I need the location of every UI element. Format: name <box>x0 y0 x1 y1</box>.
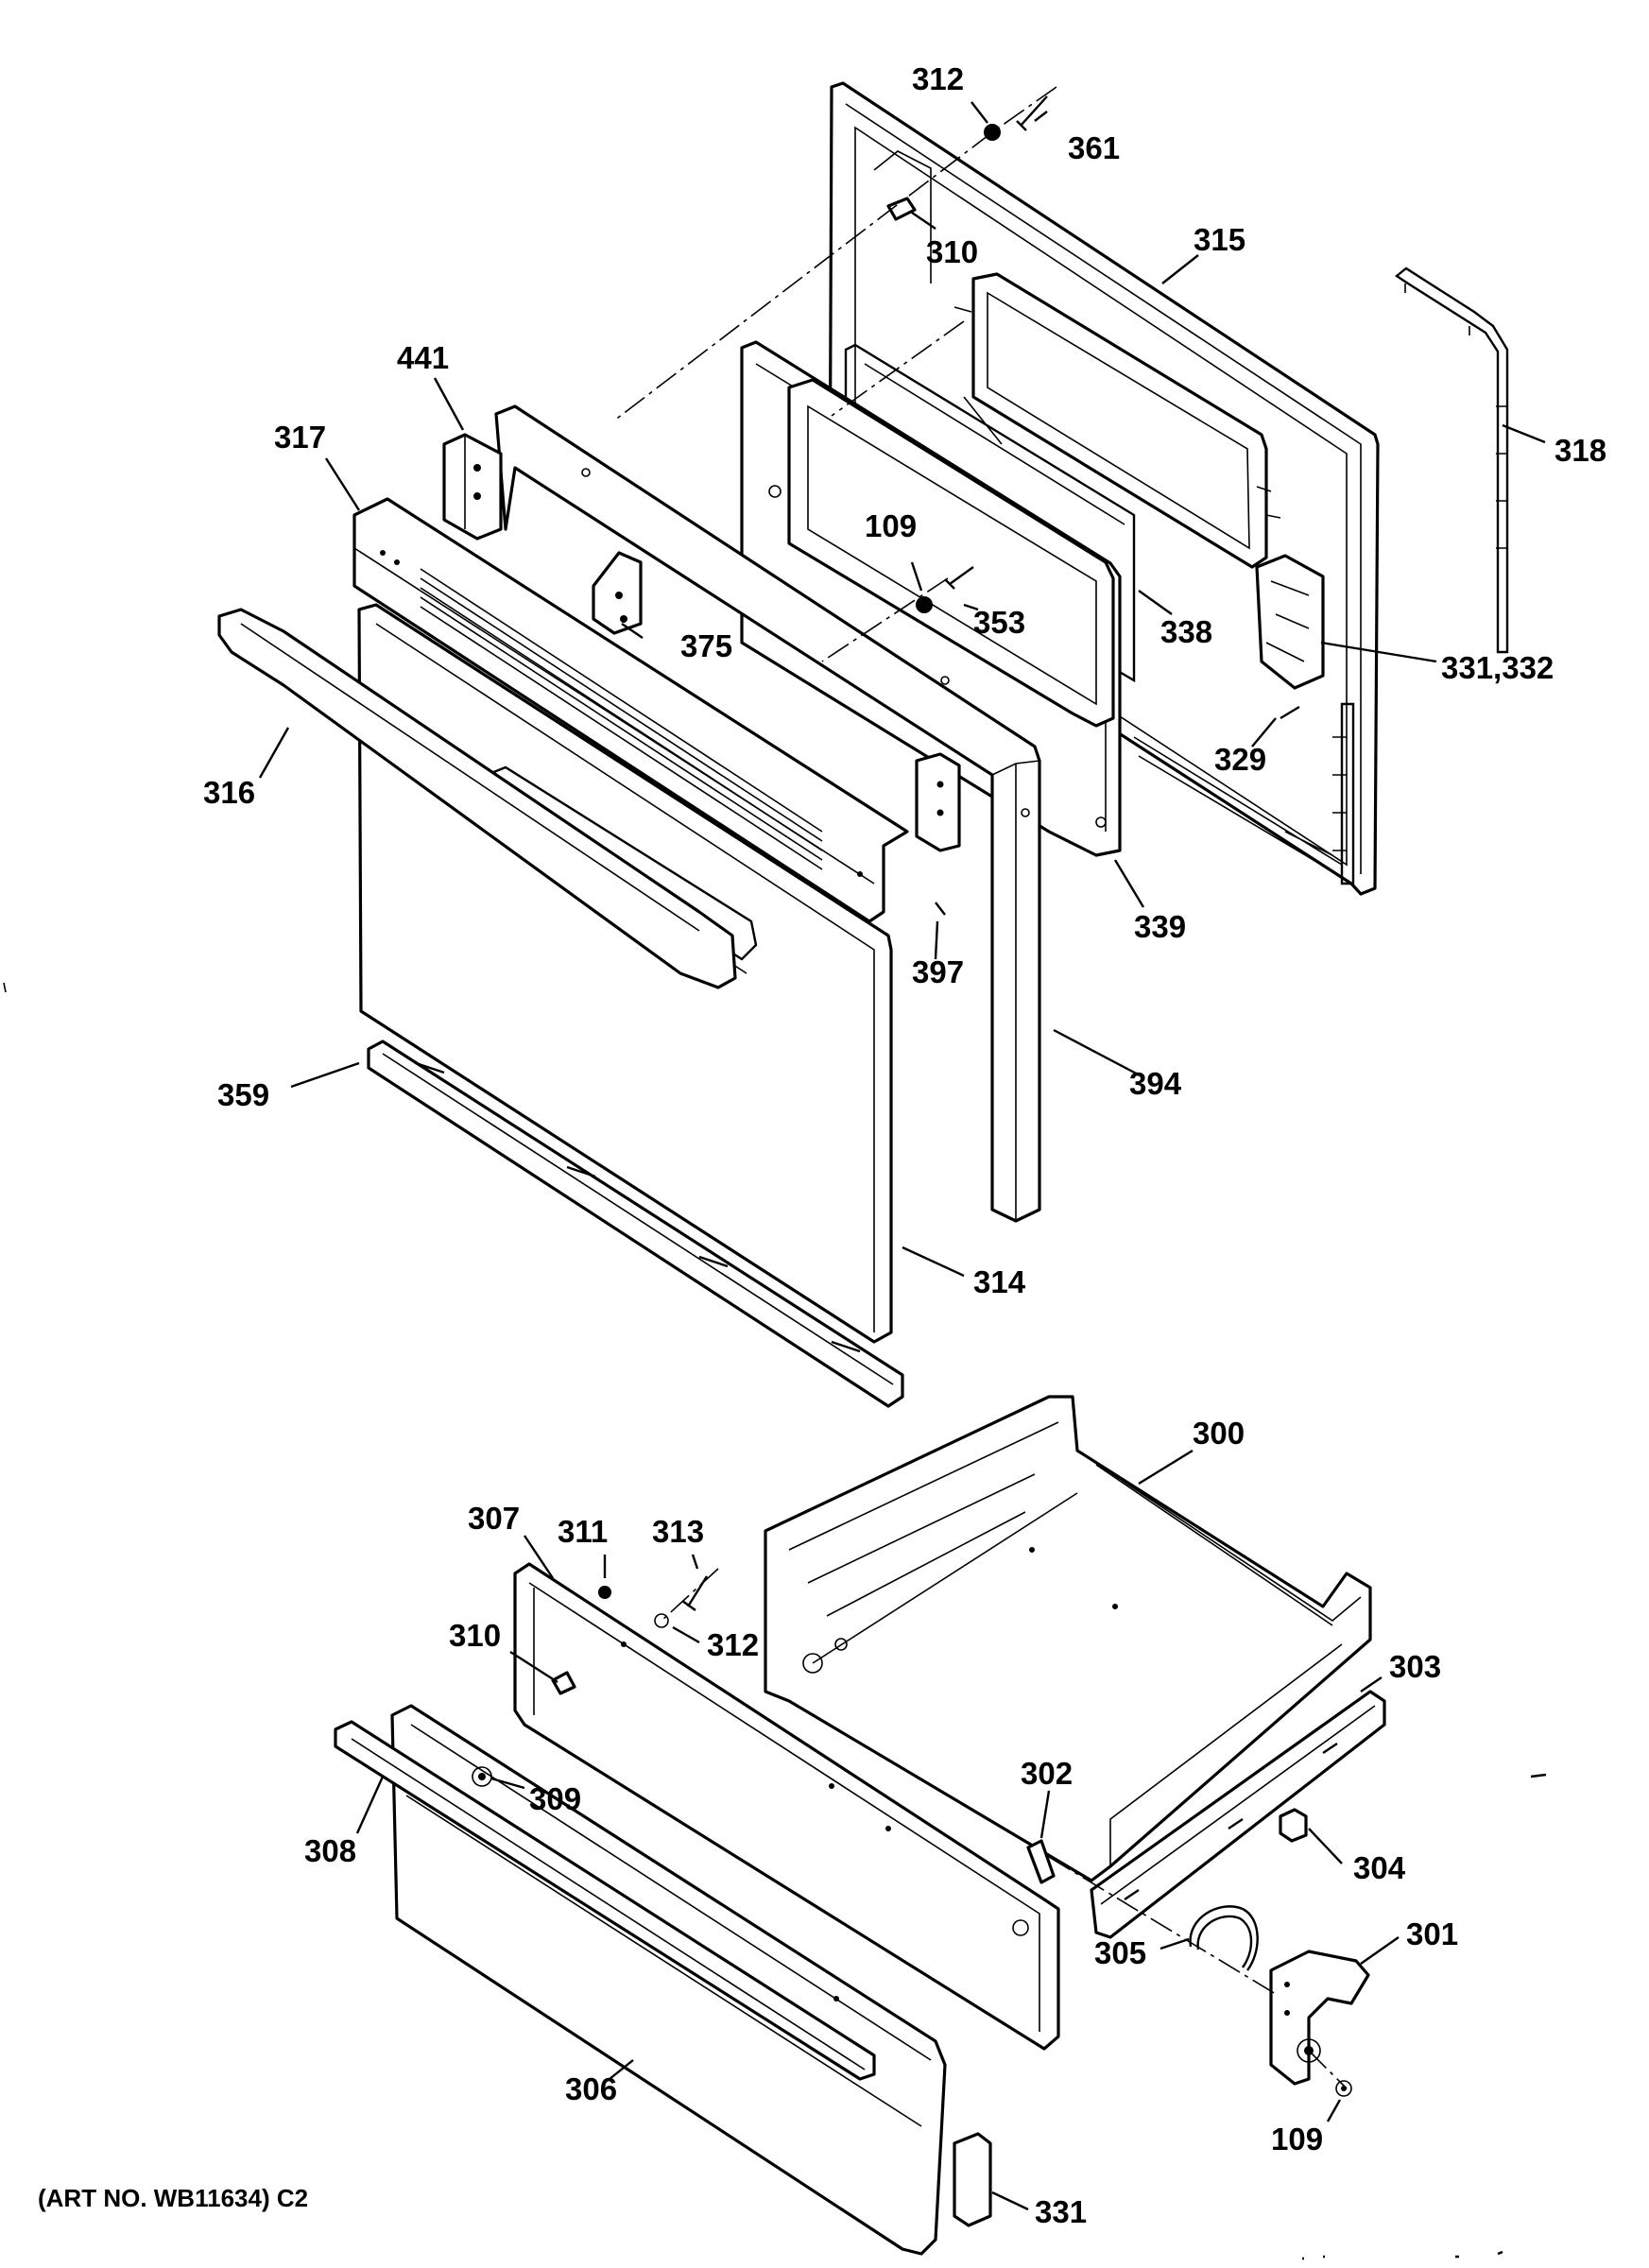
part-318-door-gasket <box>1394 266 1509 654</box>
callout-317: 317 <box>274 420 326 455</box>
part-331-lower-bracket <box>953 2132 992 2227</box>
part-304-rail-stop <box>1279 1808 1308 1843</box>
part-375-bracket <box>592 551 643 635</box>
callout-329: 329 <box>1214 742 1266 777</box>
leader-lines <box>258 101 1546 2211</box>
callout-331-332: 331,332 <box>1441 650 1554 685</box>
callout-312-b: 312 <box>707 1627 759 1662</box>
callout-331: 331 <box>1035 2194 1087 2229</box>
part-394-door-frame <box>494 404 1041 1223</box>
callout-303: 303 <box>1389 1649 1441 1684</box>
callout-353: 353 <box>973 605 1025 640</box>
callout-300: 300 <box>1193 1416 1245 1451</box>
right-hinge-bracket <box>915 752 961 852</box>
callout-313: 313 <box>652 1514 704 1549</box>
part-339-window-frame <box>740 340 1122 857</box>
stray-marks <box>3 982 1547 2260</box>
callout-302: 302 <box>1021 1756 1073 1791</box>
callout-304: 304 <box>1353 1850 1406 1885</box>
part-315-door-liner <box>828 81 1380 896</box>
part-359-door-trim <box>367 1040 904 1408</box>
callout-338: 338 <box>1160 614 1212 649</box>
callout-310: 310 <box>926 234 978 269</box>
part-305-ring <box>1189 1905 1259 1971</box>
callout-441: 441 <box>397 340 449 375</box>
callout-375: 375 <box>680 628 732 663</box>
callout-309: 309 <box>529 1781 581 1816</box>
art-number: (ART NO. WB11634) C2 <box>38 2184 308 2212</box>
callout-397: 397 <box>912 954 964 989</box>
callout-308: 308 <box>304 1833 356 1868</box>
part-441-hinge-bracket <box>442 433 503 541</box>
part-316-door-handle <box>217 608 737 989</box>
callout-318: 318 <box>1555 433 1606 468</box>
callout-109-b: 109 <box>1271 2122 1323 2156</box>
callout-307: 307 <box>468 1501 520 1536</box>
callout-315: 315 <box>1194 222 1245 257</box>
part-317-vent-trim <box>352 497 909 923</box>
callout-306: 306 <box>565 2071 617 2106</box>
part-302-pin <box>1026 1839 1056 1884</box>
centerlines-door <box>613 86 1057 662</box>
callout-394: 394 <box>1129 1066 1182 1101</box>
callout-361: 361 <box>1068 130 1120 165</box>
callout-316: 316 <box>203 775 255 810</box>
part-307-drawer-panel <box>513 1562 1060 2051</box>
callout-359: 359 <box>217 1077 269 1112</box>
callout-311: 311 <box>558 1514 608 1549</box>
callout-labels: 312 361 310 315 318 441 317 109 353 375 … <box>203 61 1606 2229</box>
part-301-bracket <box>1269 1950 1370 2086</box>
part-300-drawer-body <box>764 1395 1372 1882</box>
callout-305: 305 <box>1094 1935 1146 1970</box>
hardware-top <box>886 95 1300 916</box>
callout-109: 109 <box>865 508 917 543</box>
callout-339: 339 <box>1134 909 1186 944</box>
part-308-handle-trim <box>334 1720 876 2081</box>
part-303-drawer-rail <box>1090 1690 1386 1939</box>
callout-312: 312 <box>912 61 964 96</box>
callout-301: 301 <box>1406 1916 1458 1951</box>
callout-310-b: 310 <box>449 1618 501 1653</box>
callout-314: 314 <box>973 1264 1026 1299</box>
centerlines-drawer <box>661 1568 1348 2089</box>
